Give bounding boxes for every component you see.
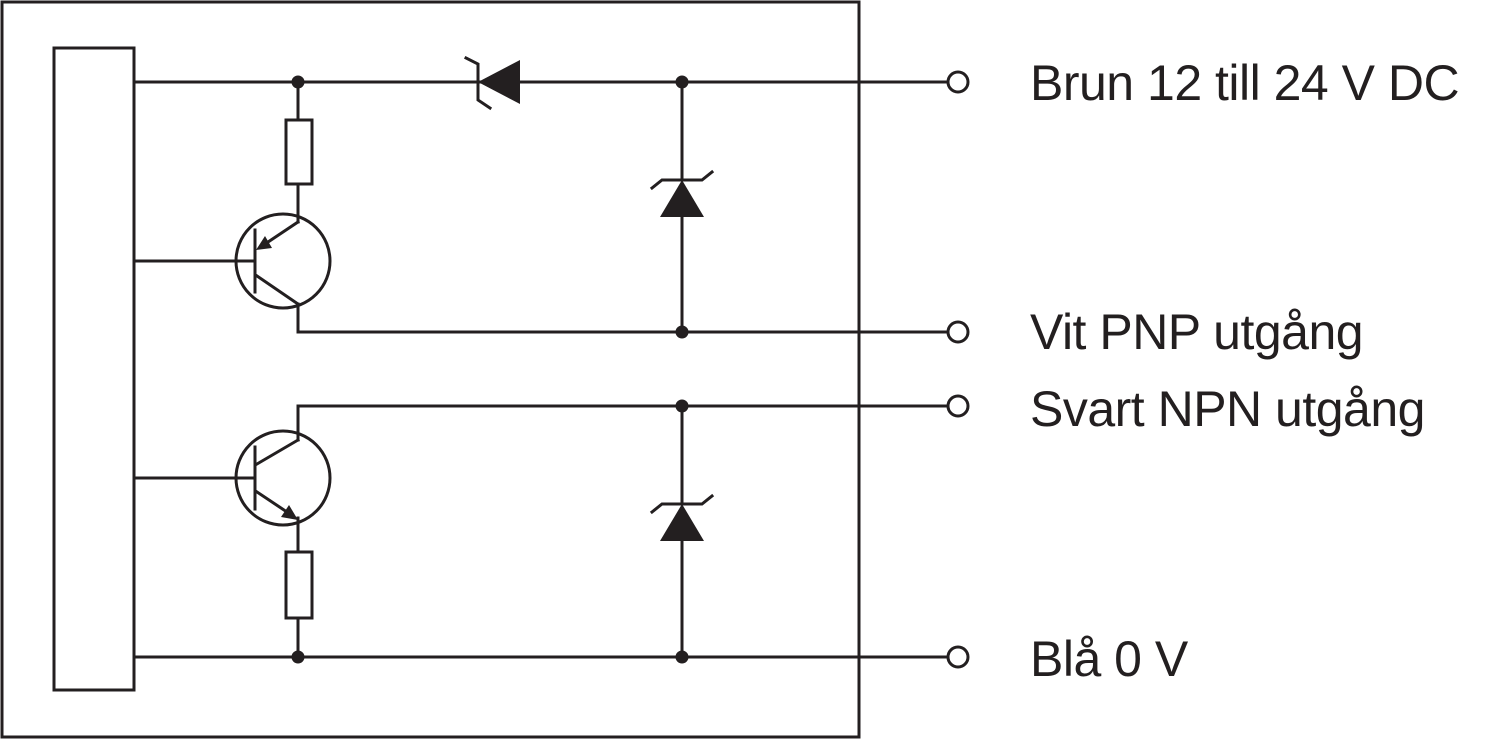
- npn-transistor: [132, 404, 332, 554]
- zener-diode-npn-output: [649, 404, 715, 659]
- terminal-label-white: Vit PNP utgång: [1030, 304, 1364, 360]
- terminal-black: [946, 394, 970, 418]
- terminal-white: [946, 320, 970, 344]
- terminal-label-black: Svart NPN utgång: [1030, 381, 1425, 437]
- zener-diode-pnp-output: [649, 80, 715, 334]
- ground-rail: [132, 650, 950, 664]
- pnp-output-line: [296, 325, 950, 339]
- pnp-transistor: [132, 212, 332, 334]
- npn-output-line: [296, 399, 950, 413]
- collector-resistor-pnp: [284, 80, 314, 224]
- emitter-resistor-npn: [284, 550, 314, 659]
- supply-rail: [132, 75, 950, 89]
- terminal-label-brown: Brun 12 till 24 V DC: [1030, 55, 1460, 111]
- sensor-element-block: [52, 46, 136, 692]
- terminal-brown: [946, 70, 970, 94]
- reverse-polarity-diode: [463, 55, 520, 111]
- sensor-housing: [0, 0, 861, 739]
- terminal-blue: [946, 645, 970, 669]
- terminal-label-blue: Blå 0 V: [1030, 631, 1188, 687]
